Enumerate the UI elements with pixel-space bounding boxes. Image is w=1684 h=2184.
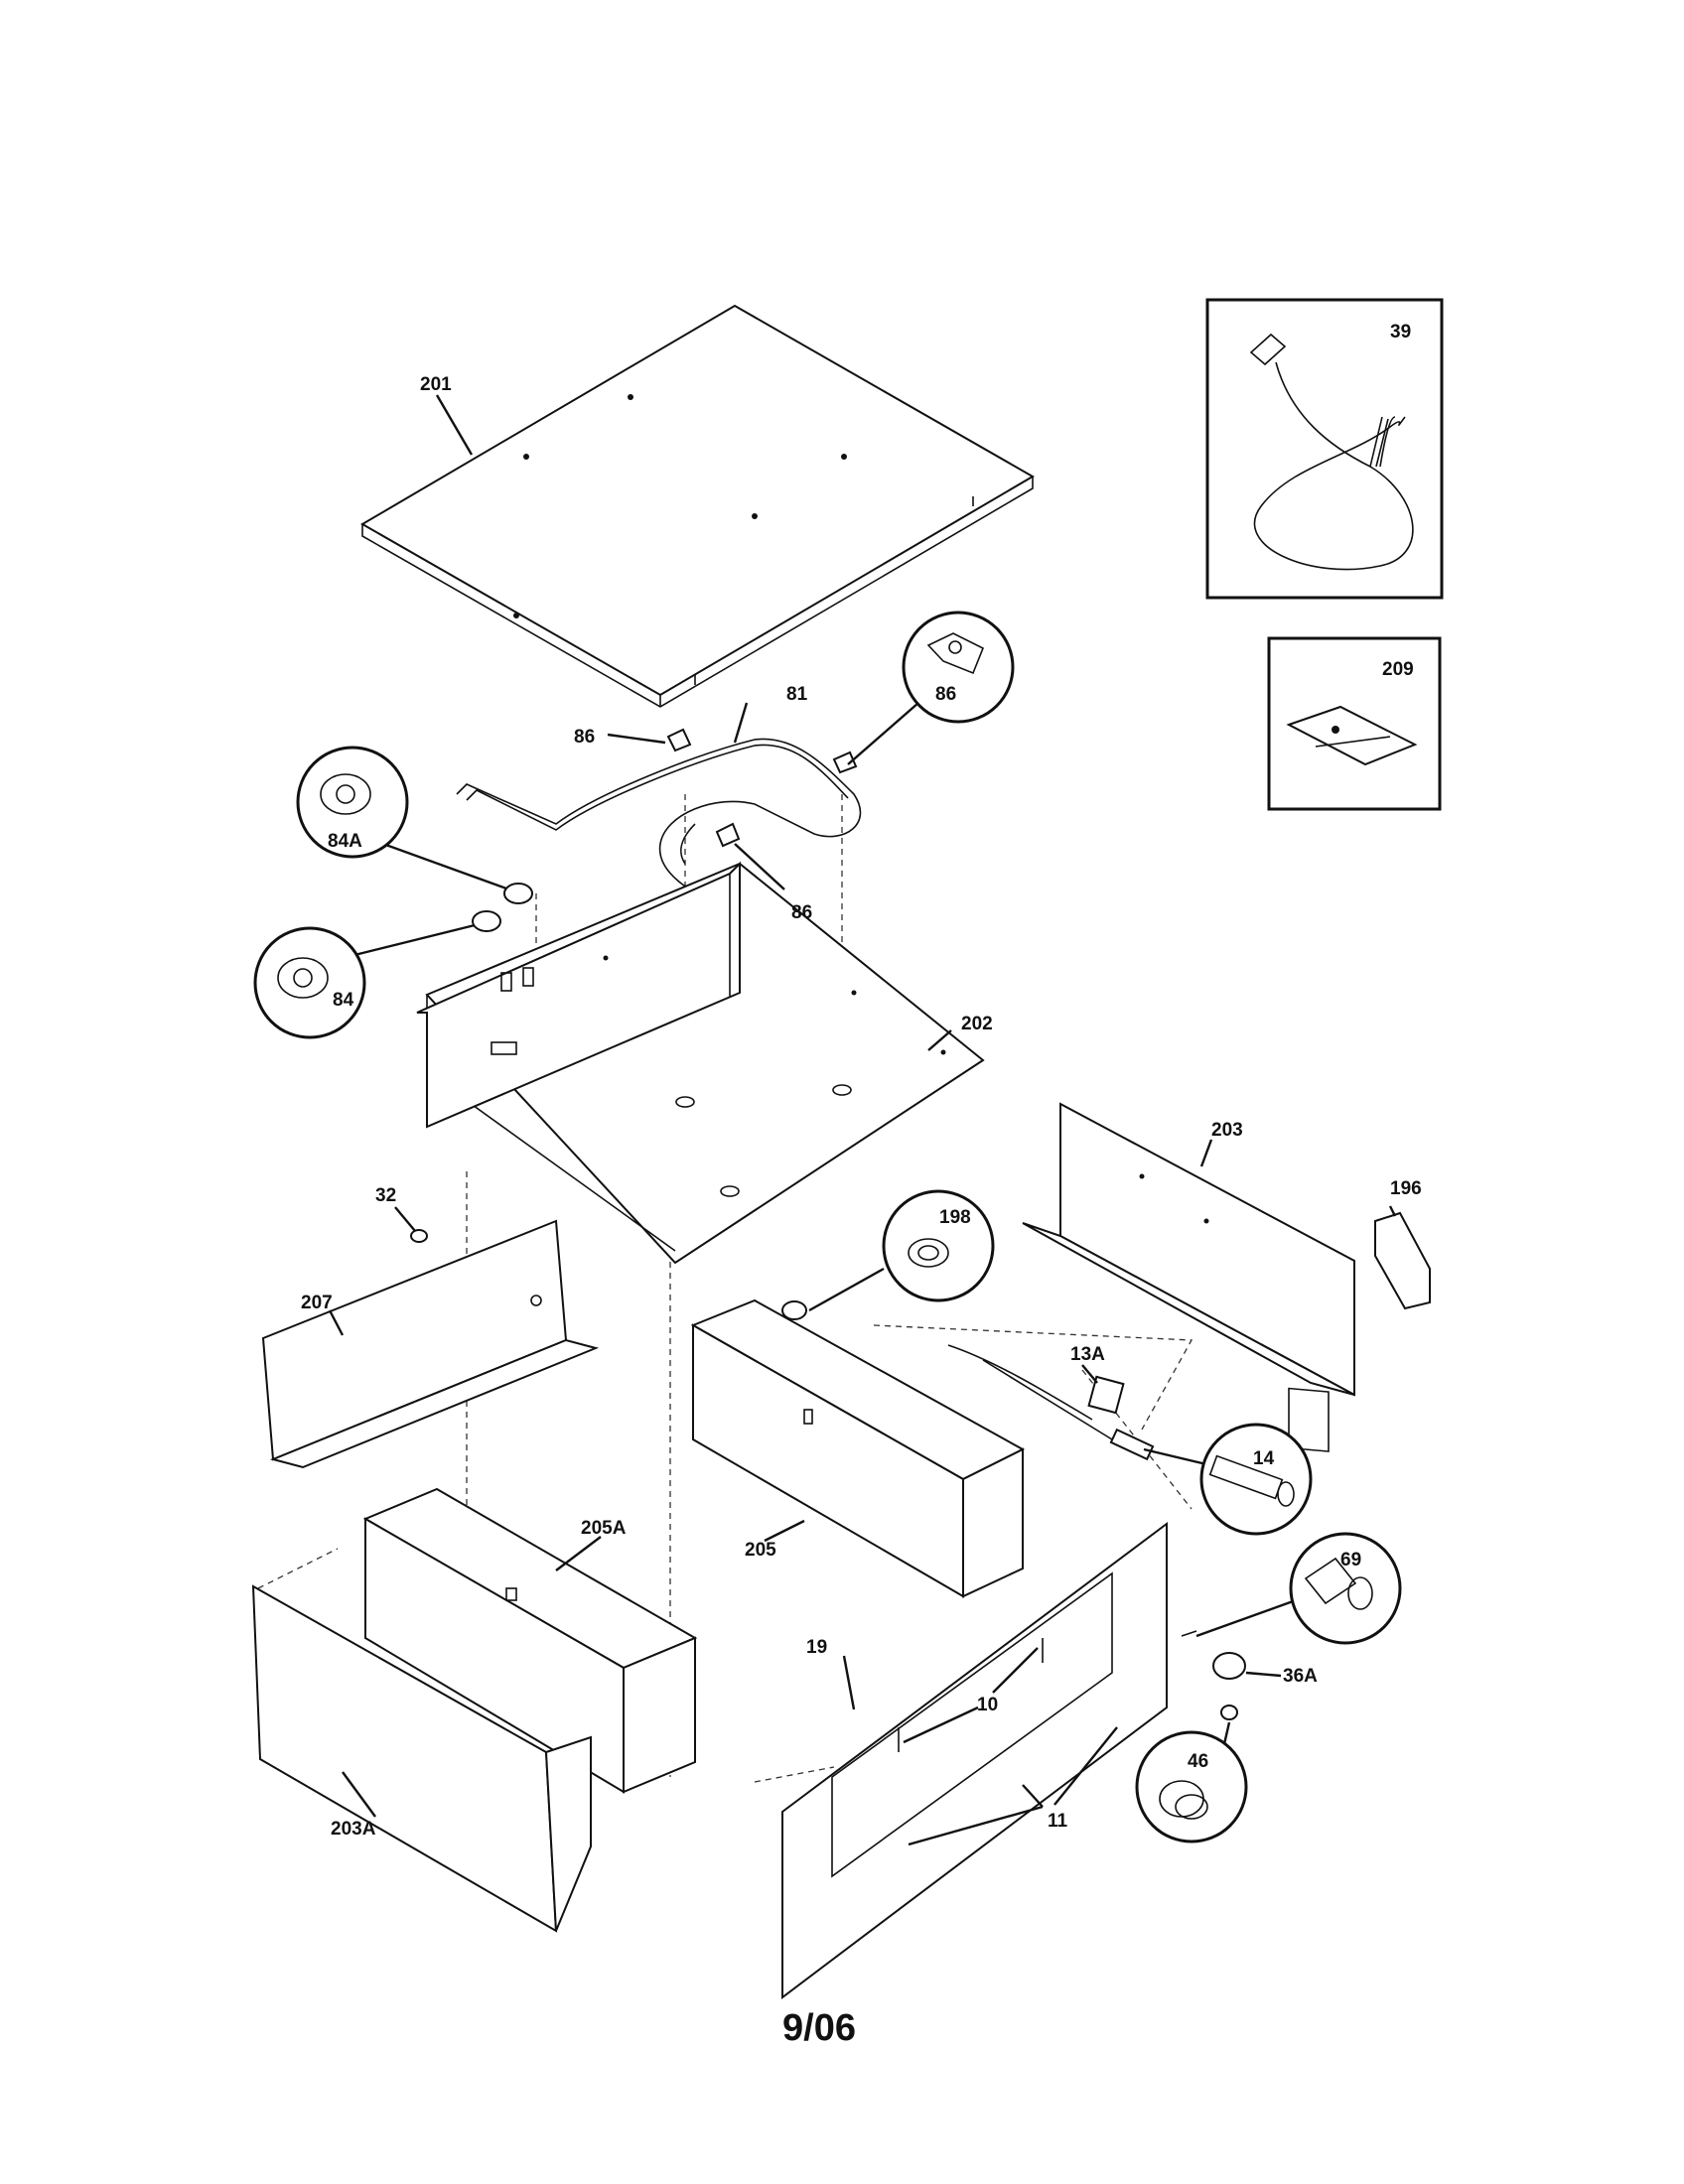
callout-labels: 201 39 209 86 86 86 81 84A 84 202 203 19… xyxy=(301,322,1422,1840)
part-11-screws xyxy=(908,1726,1118,1846)
part-32-grommet xyxy=(394,1206,428,1243)
callout-196: 196 xyxy=(1390,1178,1422,1199)
callout-207: 207 xyxy=(301,1293,333,1313)
callout-39: 39 xyxy=(1390,322,1411,342)
part-36A-knob xyxy=(1212,1652,1282,1680)
callout-69: 69 xyxy=(1340,1550,1361,1570)
part-207-side-channel xyxy=(261,1219,600,1469)
callout-11: 11 xyxy=(1048,1811,1068,1832)
part-209-shield-box xyxy=(1267,636,1442,811)
callout-86-bubble: 86 xyxy=(935,684,956,705)
callout-203A: 203A xyxy=(331,1819,376,1840)
part-86-clip-right xyxy=(832,702,919,774)
part-201-top-panel xyxy=(360,304,1035,708)
part-13A-switch xyxy=(947,1344,1125,1421)
callout-203: 203 xyxy=(1211,1120,1243,1141)
callout-36A: 36A xyxy=(1283,1666,1318,1687)
callout-10: 10 xyxy=(977,1695,998,1715)
part-39-power-cord-box xyxy=(1205,298,1444,600)
part-10-screws xyxy=(898,1638,1044,1752)
part-203-rear-panel xyxy=(1022,1102,1355,1452)
part-202-oven-chamber xyxy=(416,861,985,1265)
detail-bubble-14 xyxy=(1199,1423,1313,1536)
part-84-thermostat xyxy=(342,910,501,960)
detail-bubble-84A xyxy=(296,746,409,859)
callout-209: 209 xyxy=(1382,659,1414,680)
callout-205A: 205A xyxy=(581,1518,627,1539)
part-86-clip-left xyxy=(607,728,692,752)
detail-bubble-84 xyxy=(253,926,366,1039)
callout-14: 14 xyxy=(1253,1448,1275,1469)
callout-84: 84 xyxy=(333,990,354,1011)
callout-81: 81 xyxy=(786,684,808,705)
part-205A-front-channel xyxy=(362,1487,698,1794)
callout-205: 205 xyxy=(745,1540,776,1561)
part-198-clamp xyxy=(781,1267,885,1320)
part-14-sensor xyxy=(982,1359,1207,1466)
callout-202: 202 xyxy=(961,1014,993,1034)
detail-bubble-198 xyxy=(882,1189,995,1302)
part-203A-bottom-panel xyxy=(251,1584,592,1933)
part-69-screw xyxy=(1181,1598,1297,1638)
part-19-front-panel xyxy=(781,1522,1168,2000)
part-205-center-channel xyxy=(690,1298,1026,1598)
part-86-clip-center xyxy=(715,822,785,890)
callout-32: 32 xyxy=(375,1185,396,1206)
part-84A-thermostat xyxy=(368,837,533,904)
detail-bubble-86 xyxy=(902,611,1015,724)
callout-46: 46 xyxy=(1188,1751,1208,1772)
detail-bubble-46 xyxy=(1135,1730,1248,1843)
callout-198: 198 xyxy=(939,1207,971,1228)
callout-19: 19 xyxy=(806,1637,827,1658)
footer-date-code: 9/06 xyxy=(782,2007,856,2049)
part-196-plate xyxy=(1374,1205,1431,1310)
part-81-heating-element xyxy=(456,702,862,904)
callout-86-left: 86 xyxy=(574,727,595,748)
callout-201: 201 xyxy=(420,374,452,395)
detail-bubble-69 xyxy=(1289,1532,1402,1645)
callout-86-center: 86 xyxy=(791,902,812,923)
callout-84A: 84A xyxy=(328,831,362,852)
callout-13A: 13A xyxy=(1070,1344,1105,1365)
